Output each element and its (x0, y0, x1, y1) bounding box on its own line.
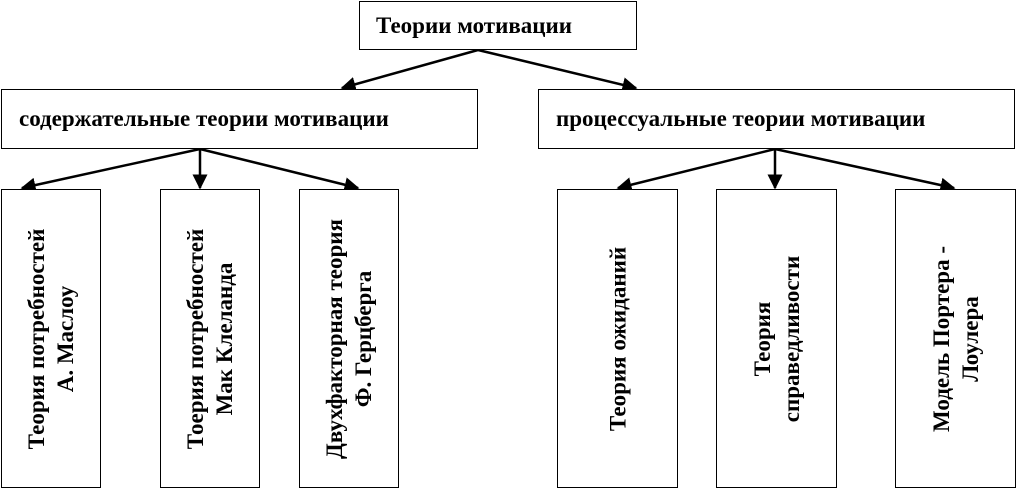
herzberg-theory-box: Двухфакторная теория Ф. Герцберга (299, 189, 399, 488)
root-node: Теории мотивации (359, 1, 637, 50)
arrow-content-to-item-1 (20, 147, 201, 193)
content-theories-node: содержательные теории мотивации (1, 89, 478, 149)
root-label: Теории мотивации (376, 12, 573, 38)
maslow-theory-line-2: А. Маслоу (53, 285, 78, 392)
arrow-process-to-item-3 (774, 147, 956, 193)
mcclelland-theory-box: Тоерия потребностей Мак Клеланда (160, 189, 260, 488)
arrow-root-to-content (340, 48, 479, 92)
maslow-theory-box: Теория потребностей А. Маслоу (1, 189, 101, 488)
expectancy-theory-line-1: Теория ожиданий (605, 246, 630, 431)
equity-theory-text: Теория справедливости (748, 255, 806, 421)
arrow-content-to-item-3 (199, 147, 360, 193)
expectancy-theory-text: Теория ожиданий (603, 246, 632, 430)
porter-lawler-model-line-2: Лоулера (957, 295, 983, 382)
mcclelland-theory-line-1: Тоерия потребностей (183, 228, 208, 449)
equity-theory-line-1: Теория (749, 301, 775, 376)
maslow-theory-line-1: Теория потребностей (24, 228, 49, 449)
process-theories-label: процессуальные теории мотивации (556, 106, 926, 131)
herzberg-theory-text: Двухфакторная теория Ф. Герцберга (320, 219, 378, 459)
porter-lawler-model-line-1: Модель Портера - (928, 245, 954, 432)
porter-lawler-model-text: Модель Портера - Лоулера (927, 246, 985, 432)
equity-theory-line-2: справедливости (778, 255, 804, 422)
mcclelland-theory-text: Тоерия потребностей Мак Клеланда (181, 228, 239, 449)
porter-lawler-model-box: Модель Портера - Лоулера (895, 189, 1016, 488)
maslow-theory-text: Теория потребностей А. Маслоу (22, 228, 80, 449)
content-theories-label: содержательные теории мотивации (19, 106, 389, 131)
herzberg-theory-line-1: Двухфакторная теория (322, 218, 347, 459)
equity-theory-box: Теория справедливости (716, 189, 837, 488)
arrow-process-to-item-1 (616, 147, 776, 193)
expectancy-theory-box: Теория ожиданий (557, 189, 678, 488)
mcclelland-theory-line-2: Мак Клеланда (212, 262, 237, 415)
process-theories-node: процессуальные теории мотивации (538, 89, 1015, 149)
herzberg-theory-line-2: Ф. Герцберга (351, 270, 376, 407)
arrow-root-to-process (477, 48, 638, 93)
